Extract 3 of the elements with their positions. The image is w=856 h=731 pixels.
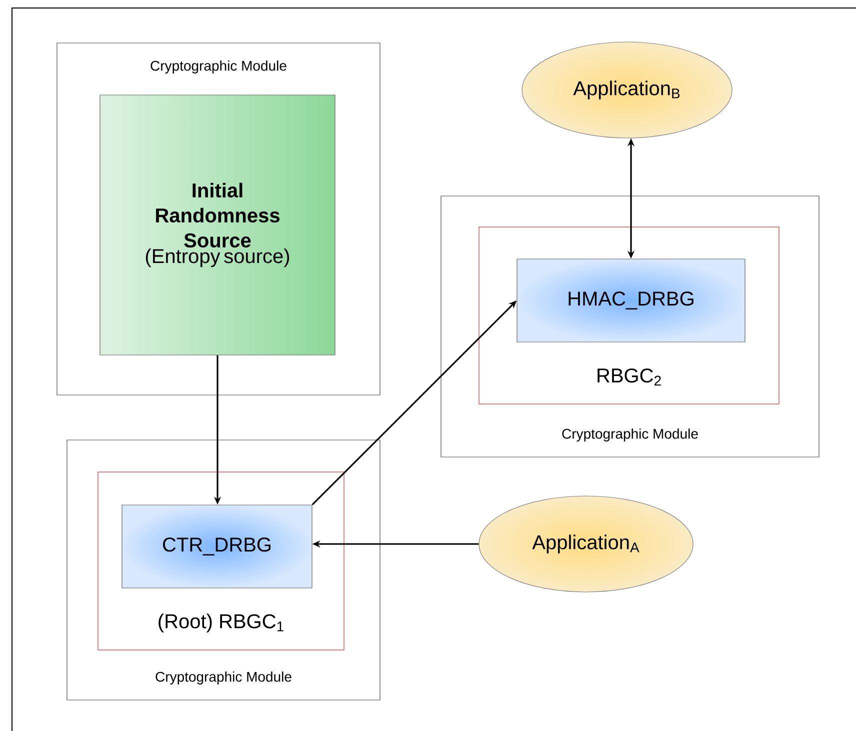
source-box: Initial Randomness Source (Entropy source) (100, 94, 336, 356)
drbg-box: HMAC_DRBG (516, 258, 746, 342)
drbg-box: CTR_DRBG (122, 504, 312, 588)
